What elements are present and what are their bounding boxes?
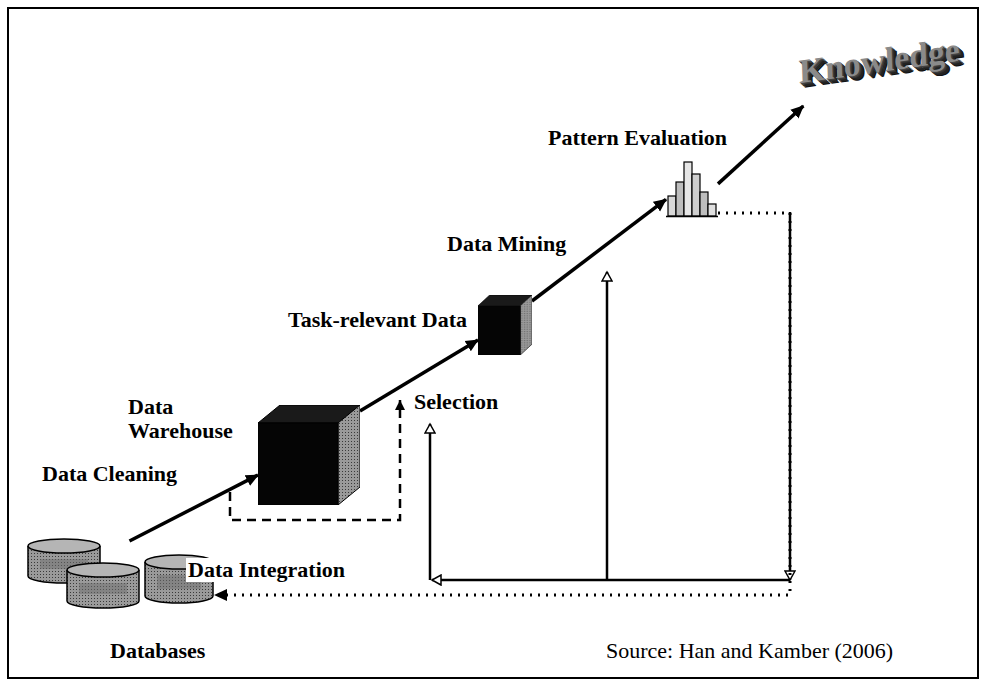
- source-caption: Source: Han and Kamber (2006): [606, 638, 893, 664]
- node-label: Pattern Evaluation: [548, 126, 727, 150]
- process-arrow: [718, 106, 803, 184]
- cube-shape: [258, 405, 360, 505]
- node-label: Task-relevant Data: [288, 308, 467, 332]
- chart-shape: [666, 156, 718, 218]
- edge-label: Data Cleaning: [40, 462, 179, 486]
- knowledge-text: Knowledge: [798, 30, 973, 110]
- step-label: Selection: [412, 390, 500, 414]
- cube-shape: [478, 295, 532, 355]
- bar-chart: Pattern Evaluation: [548, 126, 738, 220]
- node-label: Databases: [110, 639, 205, 663]
- edge-label: Data Mining: [445, 232, 568, 256]
- feedback-arrow: [429, 424, 432, 580]
- process-arrow: [215, 213, 790, 595]
- feedback-line: [789, 212, 792, 580]
- feedback-line: [432, 579, 790, 582]
- knowledge-3d-text: Knowledge: [798, 31, 960, 91]
- feedback-arrow: [606, 272, 609, 580]
- data-cube: Task-relevant Data: [288, 290, 533, 358]
- step-label: Data Integration: [186, 558, 347, 582]
- warehouse-cube: Data Warehouse: [128, 395, 363, 507]
- node-label: Data Warehouse: [128, 395, 258, 443]
- dashed-arrow: [230, 400, 400, 520]
- database-stack: Databases: [25, 535, 235, 670]
- frame: [8, 8, 978, 678]
